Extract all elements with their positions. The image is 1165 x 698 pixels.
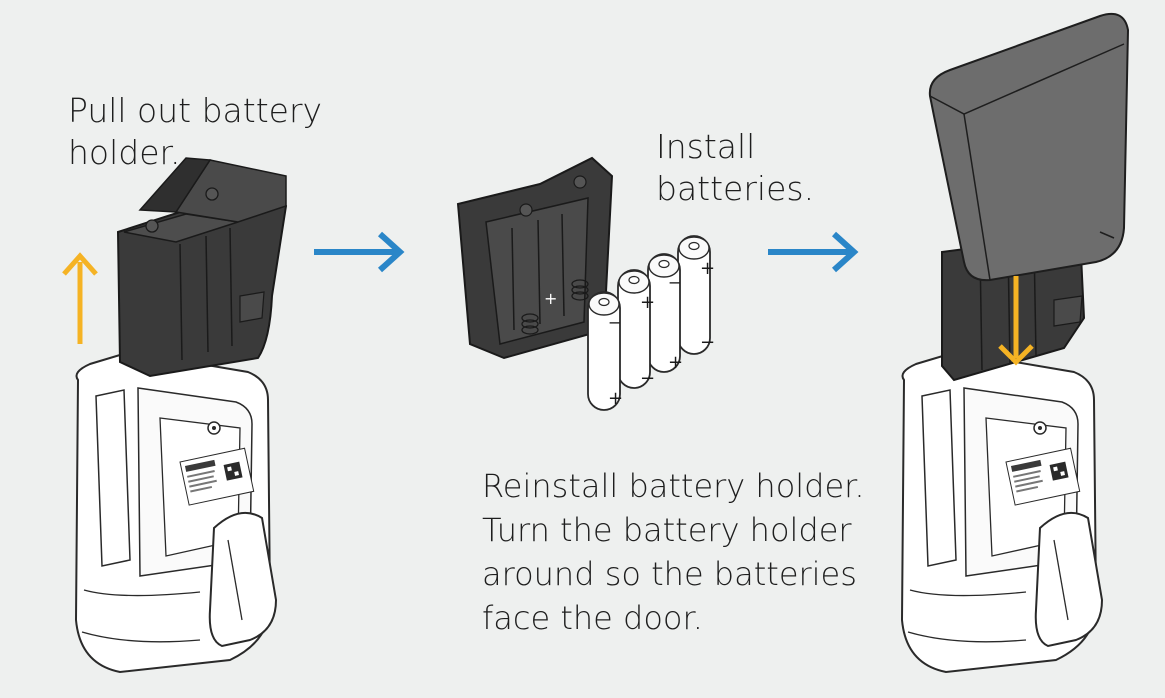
svg-text:+: + xyxy=(640,292,655,313)
lock-body-left xyxy=(75,351,277,673)
up-arrow-icon xyxy=(62,252,98,344)
svg-text:+: + xyxy=(544,289,557,308)
battery-3: + − xyxy=(617,269,655,389)
battery-cover xyxy=(928,12,1130,282)
step-pull-out-text: Pull out battery holder. xyxy=(68,91,323,172)
battery-holder-open: + xyxy=(456,156,614,360)
battery-holder-pulled-out xyxy=(116,157,288,378)
right-arrow-icon xyxy=(314,231,405,273)
right-arrow-icon xyxy=(768,231,859,273)
battery-1: + − xyxy=(677,235,715,355)
batteries: + − − + + − − + xyxy=(587,235,715,411)
svg-text:−: − xyxy=(640,368,655,389)
lock-body-right xyxy=(901,351,1103,673)
svg-text:+: + xyxy=(608,388,623,409)
battery-4: − + xyxy=(587,291,623,411)
step-install-text: Install batteries. xyxy=(656,127,815,208)
svg-text:+: + xyxy=(668,352,683,373)
step-reinstall-text: Reinstall battery holder. Turn the batte… xyxy=(482,467,865,637)
svg-text:−: − xyxy=(608,313,621,332)
minus-icon: − xyxy=(700,332,715,353)
svg-text:−: − xyxy=(668,273,681,292)
down-arrow-icon xyxy=(998,276,1034,366)
battery-2: − + xyxy=(647,253,683,373)
plus-icon: + xyxy=(700,258,715,279)
